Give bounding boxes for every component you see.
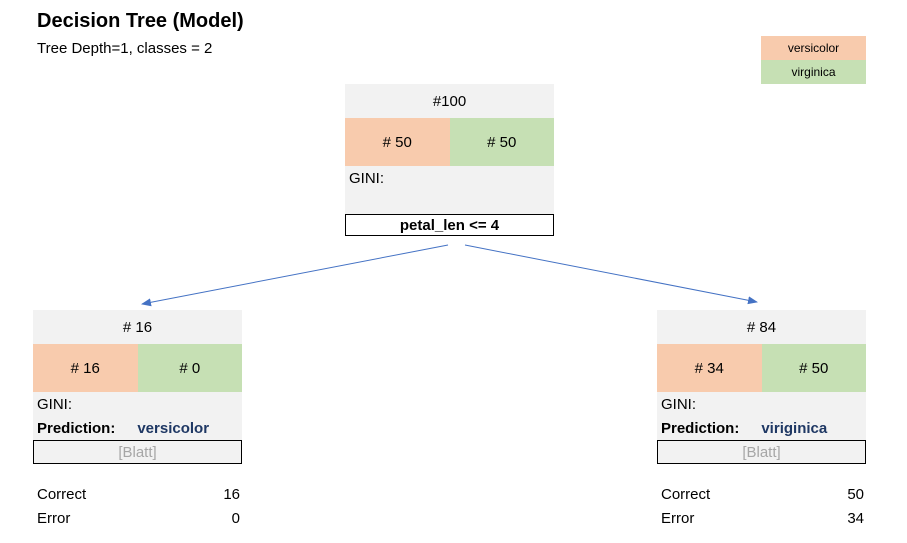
legend-item-versicolor: versicolor [761, 36, 866, 60]
left-count-virginica: # 0 [137, 344, 242, 392]
root-split-rule: petal_len <= 4 [345, 214, 554, 236]
stat-label: Correct [37, 485, 87, 503]
left-stat-correct: Correct 16 [37, 482, 240, 506]
right-node: # 84 # 34 # 50 GINI: Prediction: virigin… [657, 310, 866, 464]
stat-value: 34 [847, 509, 864, 527]
root-count-versicolor: # 50 [345, 118, 450, 166]
left-count: # 16 [33, 310, 242, 344]
right-count-virginica: # 50 [761, 344, 866, 392]
stat-value: 0 [231, 509, 240, 527]
left-prediction: Prediction: versicolor [33, 416, 242, 440]
page-title: Decision Tree (Model) [37, 10, 244, 32]
root-gini: GINI: [345, 166, 554, 190]
root-count: #100 [345, 84, 554, 118]
root-node: #100 # 50 # 50 GINI: petal_len <= 4 [345, 84, 554, 236]
right-class-counts: # 34 # 50 [657, 344, 866, 392]
root-class-counts: # 50 # 50 [345, 118, 554, 166]
left-leaf-marker: [Blatt] [33, 440, 242, 464]
stat-value: 16 [223, 485, 240, 503]
left-prediction-label: Prediction: [37, 419, 116, 437]
edge-left [141, 244, 449, 307]
legend-item-virginica: virginica [761, 60, 866, 84]
right-prediction: Prediction: viriginica [657, 416, 866, 440]
right-count: # 84 [657, 310, 866, 344]
right-prediction-value: viriginica [761, 419, 828, 437]
left-gini: GINI: [33, 392, 242, 416]
left-class-counts: # 16 # 0 [33, 344, 242, 392]
root-count-virginica: # 50 [449, 118, 554, 166]
left-prediction-value: versicolor [137, 419, 210, 437]
right-stat-correct: Correct 50 [661, 482, 864, 506]
left-count-versicolor: # 16 [33, 344, 138, 392]
right-stats: Correct 50 Error 34 [661, 482, 864, 530]
edge-right [464, 244, 758, 305]
right-gini: GINI: [657, 392, 866, 416]
stat-label: Error [661, 509, 695, 527]
stat-label: Error [37, 509, 71, 527]
left-stat-error: Error 0 [37, 506, 240, 530]
stat-value: 50 [847, 485, 864, 503]
right-prediction-label: Prediction: [661, 419, 740, 437]
right-leaf-marker: [Blatt] [657, 440, 866, 464]
root-spacer [345, 190, 554, 214]
right-stat-error: Error 34 [661, 506, 864, 530]
right-count-versicolor: # 34 [657, 344, 762, 392]
stat-label: Correct [661, 485, 711, 503]
page-subtitle: Tree Depth=1, classes = 2 [37, 40, 213, 57]
left-stats: Correct 16 Error 0 [37, 482, 240, 530]
left-node: # 16 # 16 # 0 GINI: Prediction: versicol… [33, 310, 242, 464]
